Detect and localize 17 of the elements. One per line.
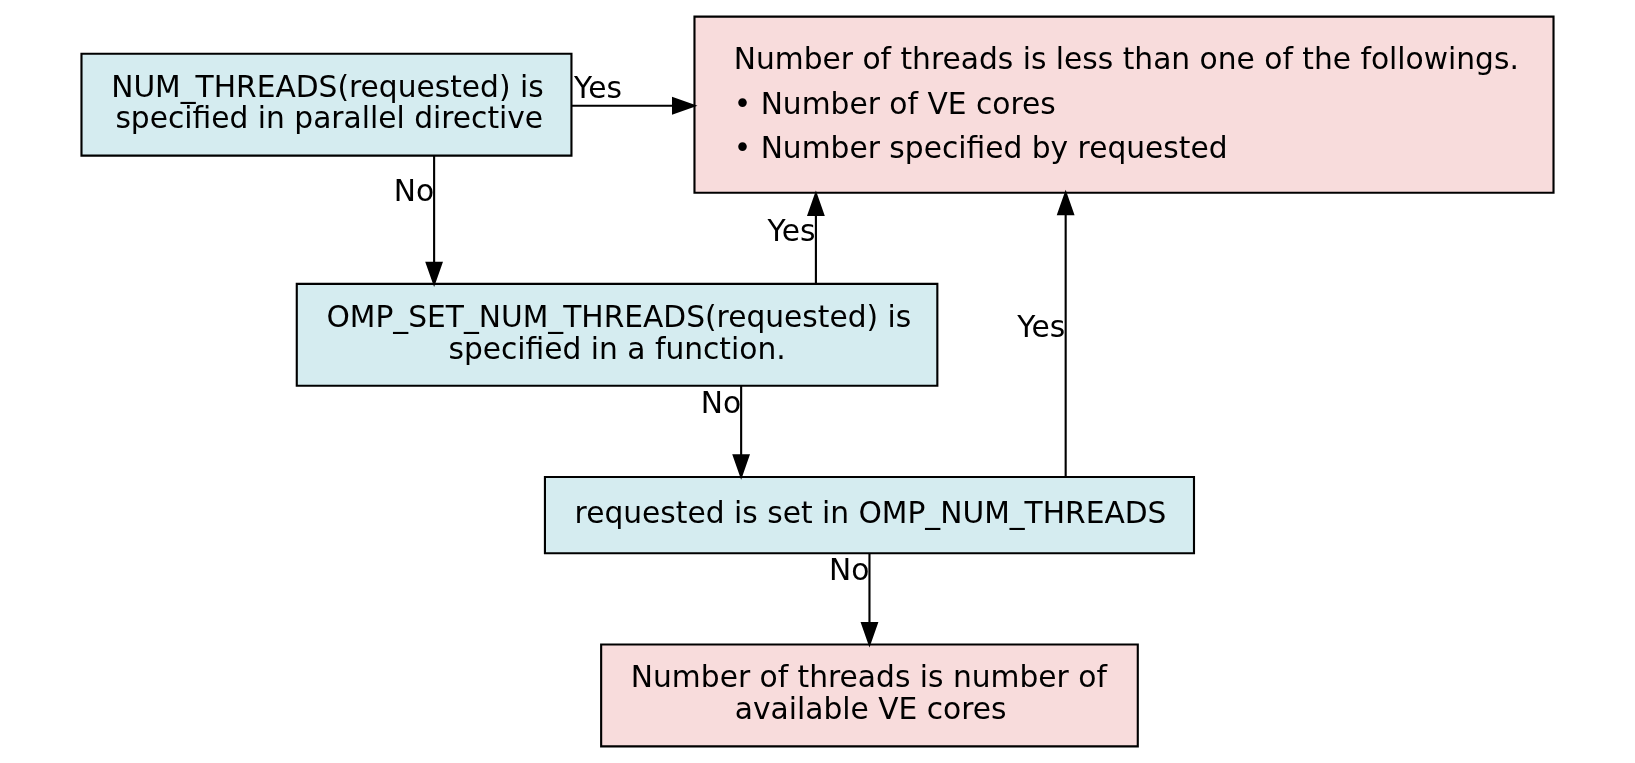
node-box: NUM_THREADS(requested) is specified in parallel directive xyxy=(80,52,573,157)
arrow xyxy=(807,190,825,284)
edge-label: Yes xyxy=(1017,309,1066,345)
edge-label: No xyxy=(700,384,742,420)
node-box: requested is set in OMP_NUM_THREADS xyxy=(543,475,1196,555)
edge-label: Yes xyxy=(767,213,816,249)
edge-label: Yes xyxy=(574,69,622,105)
node-box: Number of threads is less than one of the followings. • Number of VE cores • Number specified by requested xyxy=(693,15,1555,194)
node-box: Number of threads is number of available VE cores xyxy=(600,643,1139,748)
arrow xyxy=(732,386,751,480)
arrow xyxy=(1056,189,1075,477)
edge-label: No xyxy=(829,552,870,588)
arrow xyxy=(425,155,444,288)
arrow xyxy=(860,553,879,648)
edge-label: No xyxy=(393,173,435,209)
node-box: OMP_SET_NUM_THREADS(requested) is specified in a function. xyxy=(295,282,939,387)
arrow xyxy=(571,96,698,115)
